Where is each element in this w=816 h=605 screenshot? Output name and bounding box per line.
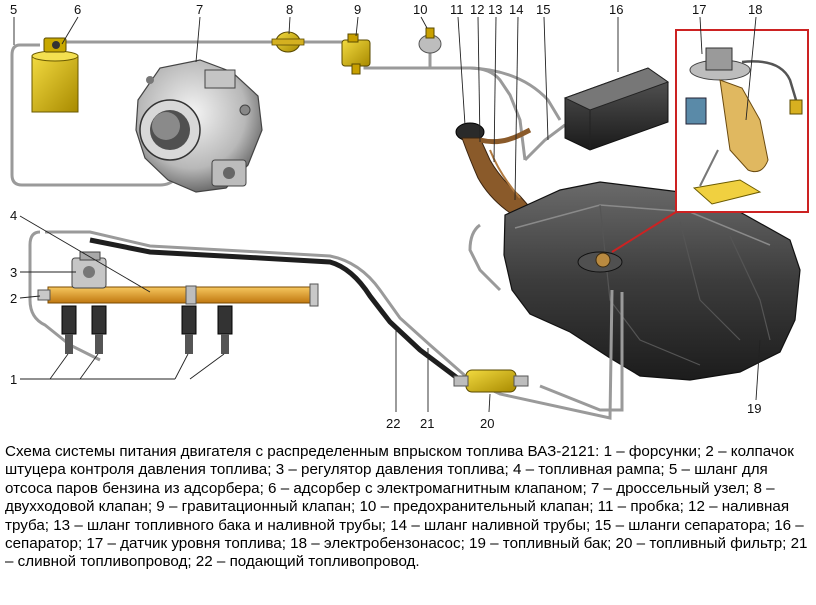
label-18: 18 <box>748 2 762 17</box>
label-3: 3 <box>10 265 17 280</box>
label-19: 19 <box>747 401 761 416</box>
label-12: 12 <box>470 2 484 17</box>
label-11: 11 <box>450 2 464 17</box>
gravity-valve <box>341 33 371 75</box>
diagram-caption: Схема системы питания двигателя с распре… <box>5 443 808 571</box>
label-15: 15 <box>536 2 550 17</box>
label-20: 20 <box>480 416 494 431</box>
vapor-line-5 <box>10 43 178 187</box>
throttle-body <box>135 59 263 193</box>
injectors <box>61 305 233 354</box>
fuel-filter <box>453 369 529 393</box>
label-17: 17 <box>692 2 706 17</box>
label-1: 1 <box>10 372 17 387</box>
fuel-rail <box>37 283 319 307</box>
label-13: 13 <box>488 2 502 17</box>
adsorber <box>31 37 79 113</box>
label-9: 9 <box>354 2 361 17</box>
label-2: 2 <box>10 291 17 306</box>
label-10: 10 <box>413 2 427 17</box>
safety-valve <box>418 27 442 54</box>
filler-neck <box>455 122 535 221</box>
two-way-valve <box>271 31 305 53</box>
label-5: 5 <box>10 2 17 17</box>
label-14: 14 <box>509 2 523 17</box>
label-4: 4 <box>10 208 17 223</box>
part-labels: 5 6 7 8 9 10 11 12 13 14 15 16 17 18 4 3… <box>10 2 762 431</box>
vapor-line-top <box>62 40 566 162</box>
fuel-system-diagram: 5 6 7 8 9 10 11 12 13 14 15 16 17 18 4 3… <box>10 2 809 431</box>
fuel-pump-inset <box>675 29 809 213</box>
separator <box>563 67 670 151</box>
label-21: 21 <box>420 416 434 431</box>
inset-pointer <box>611 211 677 253</box>
pressure-regulator <box>71 251 107 289</box>
fuel-tank <box>503 181 801 381</box>
label-22: 22 <box>386 416 400 431</box>
label-6: 6 <box>74 2 81 17</box>
label-7: 7 <box>196 2 203 17</box>
fuel-lines <box>28 223 624 420</box>
leader-lines <box>13 16 761 413</box>
label-16: 16 <box>609 2 623 17</box>
label-8: 8 <box>286 2 293 17</box>
